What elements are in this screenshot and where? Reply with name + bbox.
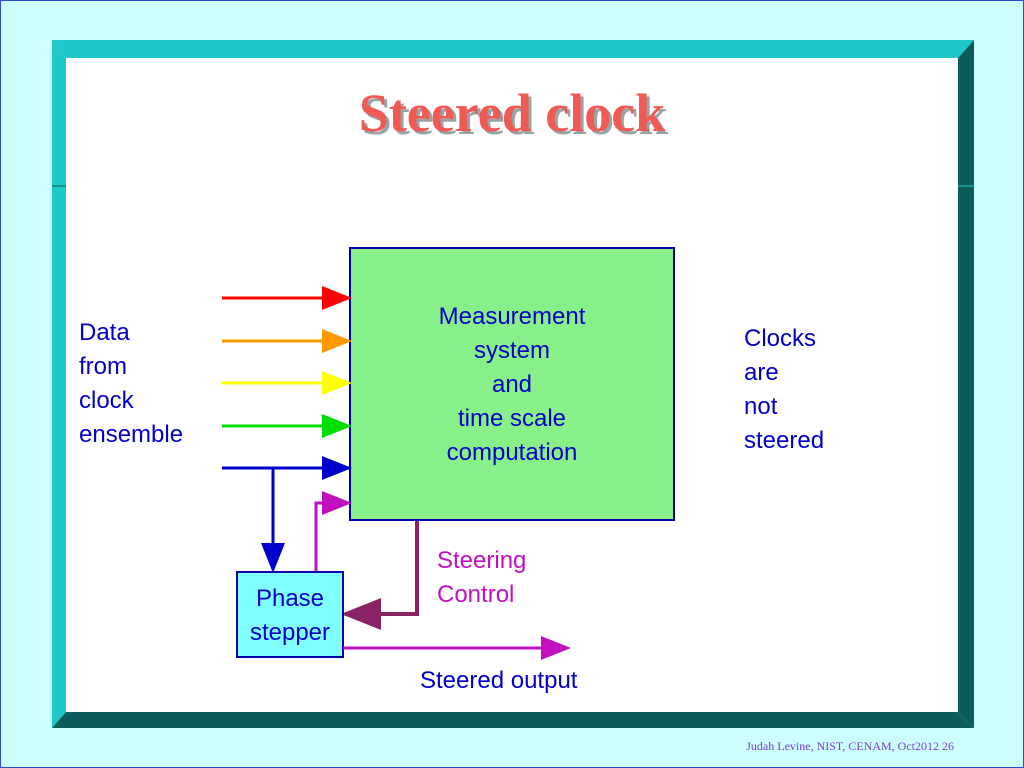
input-label: Data from clock ensemble [79,319,184,448]
measurement-block-label: Measurement system and time scale comput… [438,303,586,466]
stepper-feedback-arrow [314,491,352,571]
clocks-note: Clocks are not steered [744,325,825,454]
frame-left-bevel [52,40,66,728]
steering-control-arrow [341,521,419,630]
frame-top-bevel [52,40,974,58]
phase-stepper-label: Phase stepper [249,585,331,646]
steered-output-label: Steered output [420,667,578,694]
measurement-block [349,247,675,521]
slide-footer: Judah Levine, NIST, CENAM, Oct2012 26 [746,739,954,753]
slide-title: Steered clock [358,83,666,143]
frame-bottom-bevel [52,712,974,728]
phase-stepper-block [236,571,344,658]
steering-control-label: Steering Control [437,547,527,608]
frame-right-bevel [958,40,974,728]
